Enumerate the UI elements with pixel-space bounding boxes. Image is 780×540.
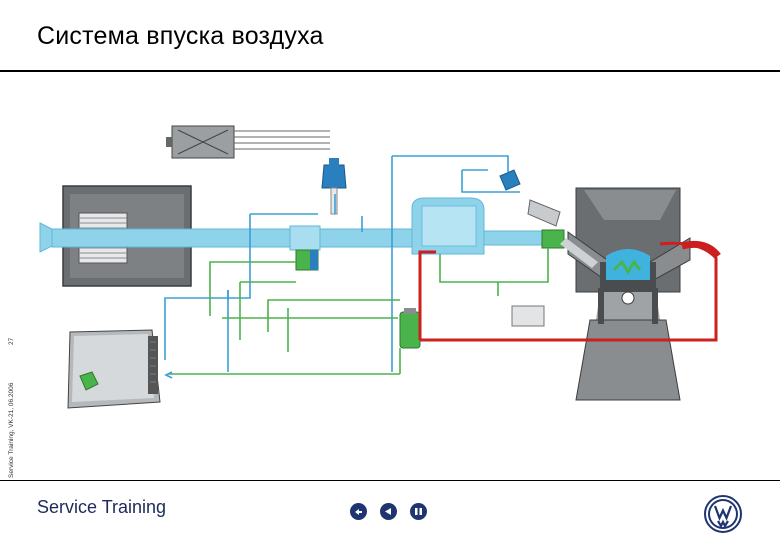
exhaust-outlet	[681, 240, 721, 259]
engine-block	[560, 187, 691, 401]
header-divider	[0, 70, 780, 72]
egr-valve	[399, 308, 421, 349]
throttle-actuator	[295, 249, 319, 271]
back-button[interactable]	[350, 503, 367, 520]
signal-lines-blue	[164, 155, 520, 372]
previous-button[interactable]	[380, 503, 397, 520]
engine-control-unit	[67, 329, 161, 409]
air-intake-diagram	[39, 125, 721, 409]
triangle-left-icon	[385, 508, 391, 515]
intake-manifold-sensor	[511, 229, 565, 327]
footer-divider	[0, 480, 780, 481]
pause-button[interactable]	[410, 503, 427, 520]
intake-duct	[39, 197, 545, 255]
page-title: Система впуска воздуха	[37, 22, 324, 50]
pressure-sensor	[166, 125, 330, 159]
egr-return-line	[418, 250, 436, 340]
vw-logo-icon	[704, 495, 742, 533]
boost-sensor	[499, 169, 561, 227]
signal-lines-green	[168, 248, 549, 375]
footer-brand: Service Training	[37, 497, 167, 517]
return-arrow-icon	[355, 509, 362, 515]
solenoid-valve	[321, 158, 347, 215]
pause-icon	[415, 508, 422, 515]
